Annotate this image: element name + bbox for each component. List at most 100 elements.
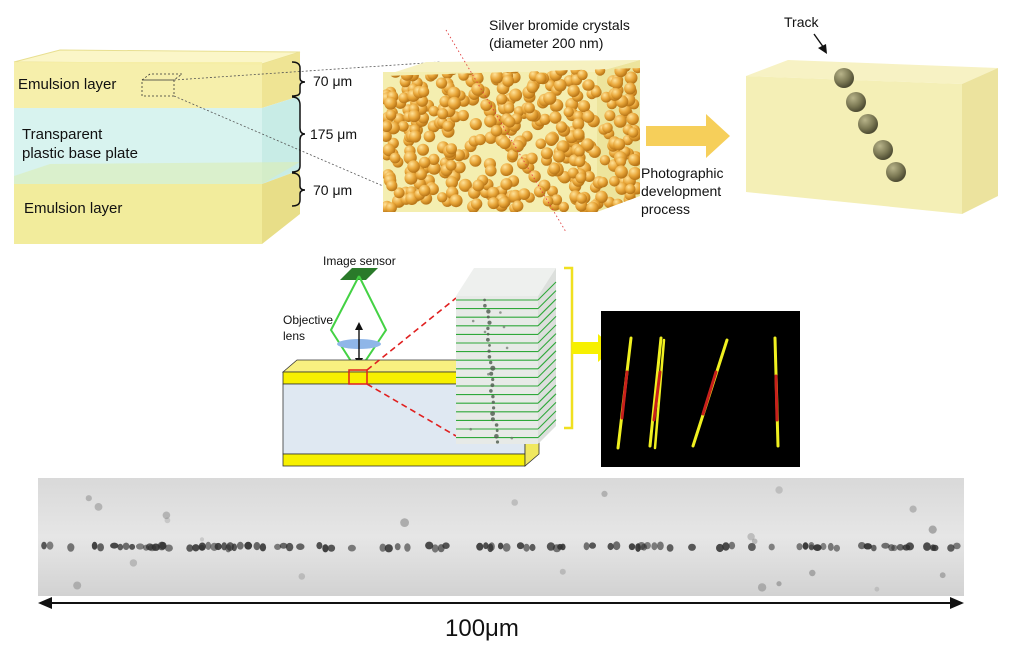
- crystal: [404, 171, 418, 185]
- micrograph-grain: [871, 544, 877, 552]
- bracket-middle: [291, 96, 306, 173]
- micrograph-grain: [91, 541, 98, 550]
- stack-grain: [491, 394, 495, 399]
- crystal: [507, 149, 519, 161]
- tomographic-image-stack: [456, 268, 557, 444]
- crystal: [613, 114, 627, 128]
- micrograph-grain: [748, 543, 756, 551]
- crystal: [548, 162, 561, 175]
- micrograph-grain: [657, 541, 664, 551]
- stack-noise: [469, 427, 473, 431]
- crystal: [472, 72, 484, 84]
- crystal: [545, 132, 558, 146]
- objective-lens-label-line2: lens: [283, 329, 305, 343]
- stack-frame-edge: [537, 350, 557, 370]
- crystal: [555, 121, 568, 133]
- crystal: [553, 150, 566, 163]
- stack-frame-edge: [537, 341, 557, 361]
- stack-frame-edge: [537, 316, 557, 335]
- micrograph-noise: [928, 525, 937, 534]
- micrograph-noise: [776, 581, 782, 587]
- crystal: [471, 82, 485, 96]
- micrograph-grain: [198, 542, 206, 551]
- stack-grain: [486, 315, 490, 319]
- micrograph-grain: [947, 544, 955, 552]
- micrograph-noise: [94, 503, 103, 511]
- micrograph-grain: [891, 544, 898, 552]
- image-sensor-label: Image sensor: [323, 254, 396, 268]
- stack-grain: [491, 400, 495, 404]
- process-label-line2: development: [641, 183, 721, 199]
- zoom-line-bottom: [173, 95, 384, 187]
- crystal: [439, 95, 451, 108]
- micrograph-grain: [483, 542, 489, 550]
- focus-region: [348, 369, 368, 385]
- crystal: [423, 130, 436, 143]
- stack-grain: [487, 320, 492, 325]
- micrograph-grain: [905, 542, 914, 551]
- track-segment: [653, 338, 666, 450]
- crystal: [533, 185, 546, 198]
- base-plate-side: [262, 96, 300, 184]
- micrograph-noise: [747, 533, 755, 541]
- stack-grain: [495, 429, 499, 432]
- micrograph-grain: [327, 544, 336, 552]
- crystal: [386, 180, 398, 192]
- micrograph-grain: [236, 541, 244, 550]
- image-sensor: [340, 268, 378, 280]
- micrograph-grain: [858, 542, 866, 550]
- micrograph-noise: [874, 586, 880, 592]
- crystal: [577, 100, 591, 113]
- crystal: [574, 146, 585, 157]
- crystal: [383, 130, 392, 142]
- crystal: [628, 127, 639, 138]
- micrograph-grain: [316, 542, 323, 550]
- crystal: [542, 195, 554, 207]
- crystal: [586, 201, 599, 212]
- stack-frame-edge: [537, 359, 557, 378]
- base-plate-label-line1: Transparent: [22, 126, 103, 143]
- micrograph-grain: [442, 542, 450, 549]
- crystal: [447, 86, 461, 100]
- crystal: [575, 172, 587, 184]
- track-pointer-arrow: [813, 33, 825, 49]
- crystal: [490, 124, 503, 137]
- stack-grain: [486, 332, 490, 336]
- micrograph-grain: [67, 543, 75, 552]
- crystal: [500, 163, 514, 176]
- crystal: [417, 112, 430, 124]
- micrograph-grain: [637, 542, 646, 550]
- stack-grain: [489, 371, 494, 376]
- crystal: [602, 122, 613, 134]
- crystal: [624, 71, 638, 85]
- crystal: [472, 179, 485, 192]
- stack-grain: [495, 440, 500, 444]
- micrograph-grain: [285, 542, 294, 552]
- crystal: [609, 176, 620, 187]
- stack-frame-edge: [537, 410, 557, 430]
- micrograph-grain: [110, 542, 119, 549]
- crystal: [594, 68, 606, 76]
- micrograph-grain: [274, 543, 282, 551]
- crystal: [449, 194, 463, 208]
- crystal: [389, 152, 401, 164]
- micrograph-noise: [909, 505, 917, 513]
- crystal: [509, 88, 523, 102]
- scale-bar-right-head: [950, 597, 964, 609]
- micrograph-grain: [722, 542, 730, 551]
- top-emulsion-top-face: [13, 49, 301, 65]
- crystal: [407, 160, 420, 173]
- crystal: [535, 138, 547, 150]
- micrograph-grain: [404, 543, 411, 552]
- top-emulsion-label: Emulsion layer: [18, 76, 116, 93]
- crystal: [487, 186, 500, 199]
- stack-grain: [491, 377, 495, 382]
- stack-grain: [488, 344, 491, 347]
- crystal: [553, 78, 567, 92]
- crystal: [415, 168, 427, 180]
- crystal: [582, 110, 595, 123]
- micrograph-grain: [46, 541, 54, 550]
- stack-grain: [487, 349, 491, 353]
- crystal: [625, 183, 636, 195]
- objective-lens-label-line1: Objective: [283, 313, 333, 327]
